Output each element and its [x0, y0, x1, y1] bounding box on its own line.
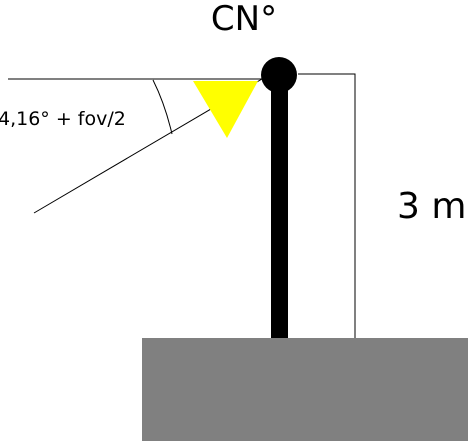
height-label: 3 m	[397, 186, 466, 227]
angle-label: 4,16° + fov/2	[0, 108, 126, 130]
pole-top-ball	[261, 57, 297, 93]
height-dimension-bracket	[298, 73, 356, 338]
ground-block	[142, 338, 468, 441]
diagram-title: CN°	[211, 0, 277, 39]
camera-triangle-icon	[193, 81, 258, 138]
angle-arc	[152, 79, 173, 135]
pole	[271, 76, 288, 338]
